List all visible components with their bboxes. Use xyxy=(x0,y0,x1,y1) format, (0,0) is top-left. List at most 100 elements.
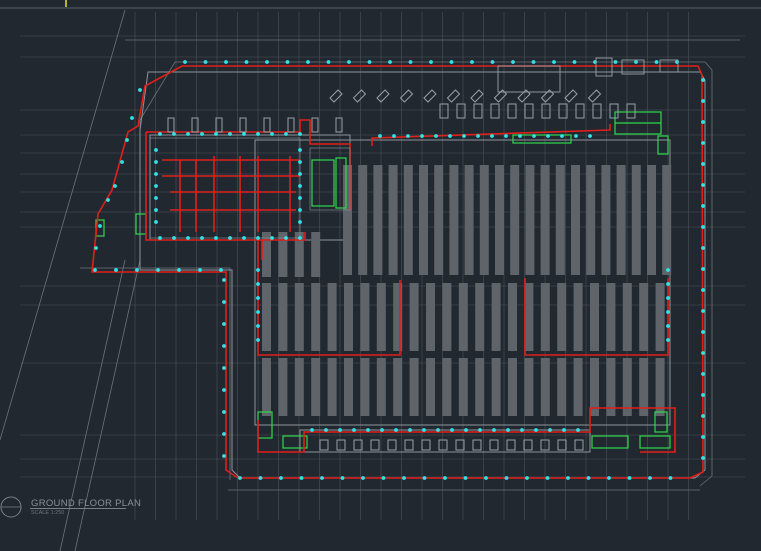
truck-bay xyxy=(456,103,466,119)
column-marker xyxy=(186,132,190,136)
dock-leveller xyxy=(517,89,531,103)
column-marker xyxy=(402,476,406,480)
rack-row xyxy=(458,283,468,351)
column-marker xyxy=(449,60,454,64)
column-marker xyxy=(222,410,226,414)
column-marker xyxy=(256,282,260,286)
truck-bay xyxy=(490,103,500,119)
column-marker xyxy=(256,310,260,314)
column-marker xyxy=(701,162,705,166)
rack-row xyxy=(360,358,370,416)
column-marker xyxy=(666,324,670,328)
column-marker xyxy=(114,268,118,272)
rack-row xyxy=(616,165,626,275)
rack-row xyxy=(344,358,353,416)
title-underline xyxy=(30,508,126,509)
column-marker xyxy=(701,456,705,460)
column-marker xyxy=(298,220,302,224)
rack-row xyxy=(464,165,474,275)
column-marker xyxy=(256,324,260,328)
column-marker xyxy=(258,476,263,480)
column-marker xyxy=(352,428,356,432)
red-boundary-line xyxy=(91,65,704,479)
column-marker xyxy=(406,134,410,138)
column-marker xyxy=(222,366,226,370)
column-marker xyxy=(476,134,480,138)
column-marker xyxy=(666,282,670,286)
column-marker xyxy=(298,184,302,188)
office-block xyxy=(149,137,351,239)
dock-leveller xyxy=(540,89,555,103)
column-marker xyxy=(490,60,495,64)
column-marker xyxy=(518,134,522,138)
column-marker xyxy=(298,172,302,176)
rack-row xyxy=(524,358,534,416)
column-marker xyxy=(93,268,97,272)
column-marker xyxy=(668,476,673,480)
parking-bay xyxy=(287,117,295,133)
column-marker xyxy=(242,236,246,240)
rack-row xyxy=(393,283,403,351)
column-marker xyxy=(298,196,302,200)
column-marker xyxy=(113,184,117,188)
parking-bay xyxy=(215,117,223,133)
column-marker xyxy=(701,309,705,313)
rack-row xyxy=(573,283,583,351)
column-marker xyxy=(666,296,670,300)
dock-leveller xyxy=(423,89,437,103)
rack-row xyxy=(491,283,501,351)
column-marker xyxy=(436,428,440,432)
column-marker xyxy=(586,476,591,480)
rack-row xyxy=(571,165,580,275)
column-marker xyxy=(154,160,158,164)
column-marker xyxy=(484,476,488,480)
column-marker xyxy=(562,428,566,432)
column-marker xyxy=(443,476,447,480)
rack-row xyxy=(525,165,535,275)
rack-row xyxy=(388,165,398,275)
column-marker xyxy=(222,432,226,436)
column-marker xyxy=(299,476,304,480)
dock-leveller xyxy=(399,89,414,103)
column-marker xyxy=(256,268,260,272)
column-marker xyxy=(340,476,345,480)
column-marker xyxy=(298,236,302,240)
column-marker xyxy=(125,138,129,142)
column-marker xyxy=(422,476,427,480)
column-marker xyxy=(270,236,274,240)
rack-row xyxy=(373,165,383,275)
column-marker xyxy=(504,476,509,480)
parking-bay xyxy=(167,117,175,133)
column-marker xyxy=(701,78,705,82)
column-marker xyxy=(701,183,705,187)
column-marker xyxy=(701,372,705,376)
column-marker xyxy=(666,338,670,342)
column-marker xyxy=(198,268,202,272)
dock-leveller xyxy=(352,89,367,103)
dock-leveller xyxy=(446,89,461,103)
column-marker xyxy=(701,414,705,418)
column-marker xyxy=(367,60,372,64)
rack-row xyxy=(508,283,517,351)
column-marker xyxy=(361,476,365,480)
truck-bay xyxy=(472,439,482,451)
truck-bay xyxy=(370,439,380,451)
column-marker xyxy=(464,428,468,432)
column-marker xyxy=(154,148,158,152)
column-marker xyxy=(504,134,508,138)
column-marker xyxy=(279,476,283,480)
column-marker xyxy=(531,60,536,64)
column-marker xyxy=(627,476,632,480)
rack-row xyxy=(508,358,517,416)
truck-bay xyxy=(336,439,346,451)
column-marker xyxy=(306,60,310,64)
rack-row xyxy=(442,283,452,351)
rack-row xyxy=(376,283,386,351)
rack-row xyxy=(409,283,419,351)
rack-row xyxy=(343,165,352,275)
column-marker xyxy=(388,60,392,64)
rack-row xyxy=(510,165,520,275)
column-marker xyxy=(130,116,134,120)
rack-row xyxy=(606,358,616,416)
